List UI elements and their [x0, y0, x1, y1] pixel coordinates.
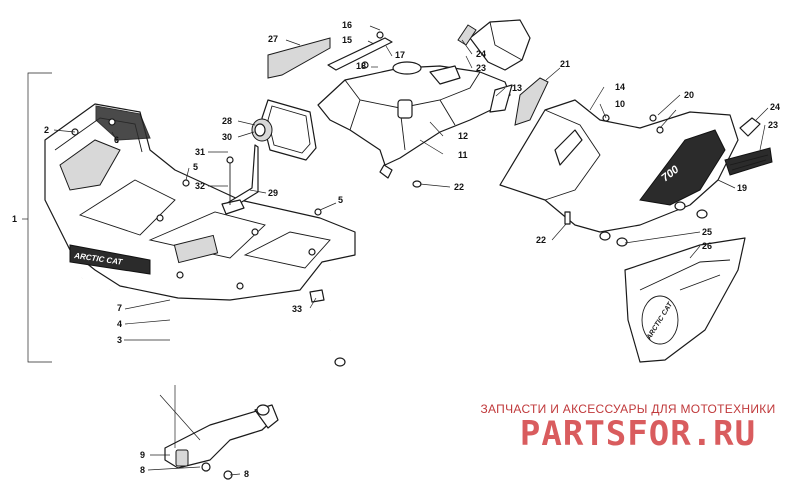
- watermark-logo: PARTSFOR.RU: [519, 414, 757, 454]
- callout-27: 27: [268, 34, 278, 44]
- callout-18: 18: [356, 61, 366, 71]
- callout-17: 17: [395, 50, 405, 60]
- callout-16: 16: [342, 20, 352, 30]
- callout-19: 19: [737, 183, 747, 193]
- leader-lines: [53, 25, 769, 476]
- callout-5-a: 5: [193, 162, 198, 172]
- callouts: 1 2 3 4 5 5 6 7 8 8 9 10 11 12 13 14 15 …: [12, 20, 780, 479]
- callout-32: 32: [195, 181, 205, 191]
- callout-2: 2: [44, 125, 49, 135]
- callout-4: 4: [117, 319, 122, 329]
- callout-29: 29: [268, 188, 278, 198]
- callout-9: 9: [140, 450, 145, 460]
- callout-1: 1: [12, 214, 17, 224]
- callout-23-a: 23: [476, 63, 486, 73]
- front-rack: ARCTIC CAT: [44, 103, 356, 301]
- callout-7: 7: [117, 303, 122, 313]
- callout-12: 12: [458, 131, 468, 141]
- callout-14: 14: [615, 82, 625, 92]
- callout-24-a: 24: [476, 49, 486, 59]
- mirror-assembly: [221, 99, 317, 215]
- callout-15: 15: [342, 35, 352, 45]
- callout-25: 25: [702, 227, 712, 237]
- callout-22-b: 22: [536, 235, 546, 245]
- callout-28: 28: [222, 116, 232, 126]
- side-cover: ARCTIC CAT: [624, 237, 746, 363]
- callout-13: 13: [512, 83, 522, 93]
- side-fender: 700: [499, 77, 773, 247]
- watermark-tagline: ЗАПЧАСТИ И АКСЕССУАРЫ ДЛЯ МОТОТЕХНИКИ: [480, 402, 776, 416]
- callout-21: 21: [560, 59, 570, 69]
- callout-5-b: 5: [338, 195, 343, 205]
- callout-22-a: 22: [454, 182, 464, 192]
- callout-26: 26: [702, 241, 712, 251]
- callout-8-b: 8: [244, 469, 249, 479]
- callout-20: 20: [684, 90, 694, 100]
- callout-23-b: 23: [768, 120, 778, 130]
- front-cowl: [267, 31, 513, 188]
- callout-33: 33: [292, 304, 302, 314]
- callout-3: 3: [117, 335, 122, 345]
- mount-bracket: [159, 385, 279, 480]
- top-bracket: [457, 19, 531, 71]
- callout-24-b: 24: [770, 102, 780, 112]
- callout-8-a: 8: [140, 465, 145, 475]
- callout-30: 30: [222, 132, 232, 142]
- callout-6: 6: [114, 135, 119, 145]
- callout-31: 31: [195, 147, 205, 157]
- callout-11: 11: [458, 150, 468, 160]
- tube-frame: [72, 277, 346, 382]
- assembly-bracket: [22, 72, 52, 363]
- callout-10: 10: [615, 99, 625, 109]
